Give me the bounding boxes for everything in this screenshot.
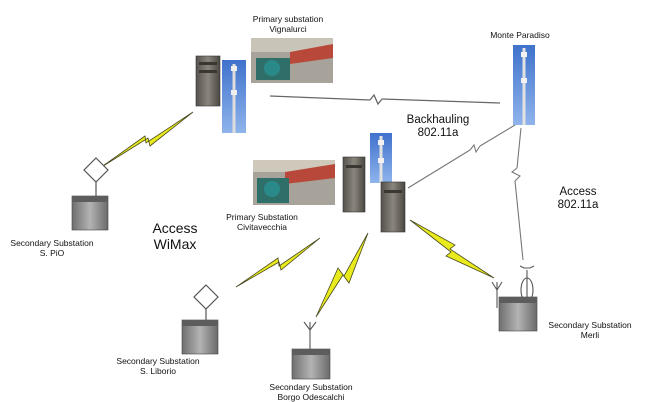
access-80211-link xyxy=(510,127,524,261)
node-label-borgo-odescalchi: Secondary Substation Borgo Odescalchi xyxy=(261,382,361,402)
node-label-civitavecchia: Primary Substation Civitavecchia xyxy=(214,212,310,232)
node-title: Secondary Substation xyxy=(548,320,632,330)
link-subtitle: WiMax xyxy=(153,236,197,252)
node-label-merli: Secondary Substation Merli xyxy=(540,320,640,340)
node-subtitle: S. Liborio xyxy=(140,366,176,376)
node-subtitle: Civitavecchia xyxy=(236,222,288,232)
wireless-bolt-icon xyxy=(99,111,495,318)
node-title: Secondary Substation xyxy=(10,238,94,248)
link-label-backhauling: Backhauling 802.11a xyxy=(398,114,478,140)
node-title: Primary Substation xyxy=(226,212,298,222)
antenna-tower-icon xyxy=(222,60,246,133)
radio-cabinet-icon xyxy=(195,55,221,107)
node-subtitle: Vignalurci xyxy=(269,24,307,34)
node-label-monte-paradiso: Monte Paradiso xyxy=(480,30,560,40)
node-label-s-pio: Secondary Substation S. PiO xyxy=(4,238,100,258)
node-title: Secondary Substation xyxy=(116,356,200,366)
link-subtitle: 802.11a xyxy=(417,127,459,139)
node-title: Secondary Substation xyxy=(269,382,353,392)
link-label-access-wimax: Access WiMax xyxy=(140,220,210,252)
substation-building-photo xyxy=(251,38,333,83)
node-subtitle: Borgo Odescalchi xyxy=(277,392,345,402)
backhaul-link xyxy=(269,93,501,106)
node-title: Monte Paradiso xyxy=(490,30,550,40)
directional-antenna-icon xyxy=(83,157,109,198)
link-title: Access xyxy=(152,220,198,236)
secondary-substation-box-icon xyxy=(71,195,109,231)
radio-cabinet-icon xyxy=(342,156,366,213)
node-title: Primary substation xyxy=(252,14,324,24)
link-subtitle: 802.11a xyxy=(557,199,599,211)
link-title: Backhauling xyxy=(406,114,470,126)
directional-antenna-icon xyxy=(303,321,317,352)
secondary-substation-box-icon xyxy=(498,296,538,332)
secondary-substation-box-icon xyxy=(181,319,219,355)
node-subtitle: Merli xyxy=(580,330,600,340)
directional-antenna-icon xyxy=(193,284,219,322)
backhaul-link-civita xyxy=(407,121,521,189)
link-label-access-80211a: Access 802.11a xyxy=(548,186,608,212)
secondary-substation-box-icon xyxy=(291,348,331,380)
radio-cabinet-icon xyxy=(380,181,406,233)
node-label-vignalurci: Primary substation Vignalurci xyxy=(238,14,338,34)
node-subtitle: S. PiO xyxy=(39,248,65,258)
antenna-tower-icon xyxy=(513,45,535,125)
link-title: Access xyxy=(559,186,597,198)
antenna-tower-icon xyxy=(370,133,392,183)
substation-building-photo xyxy=(253,160,335,205)
node-label-s-liborio: Secondary Substation S. Liborio xyxy=(110,356,206,376)
